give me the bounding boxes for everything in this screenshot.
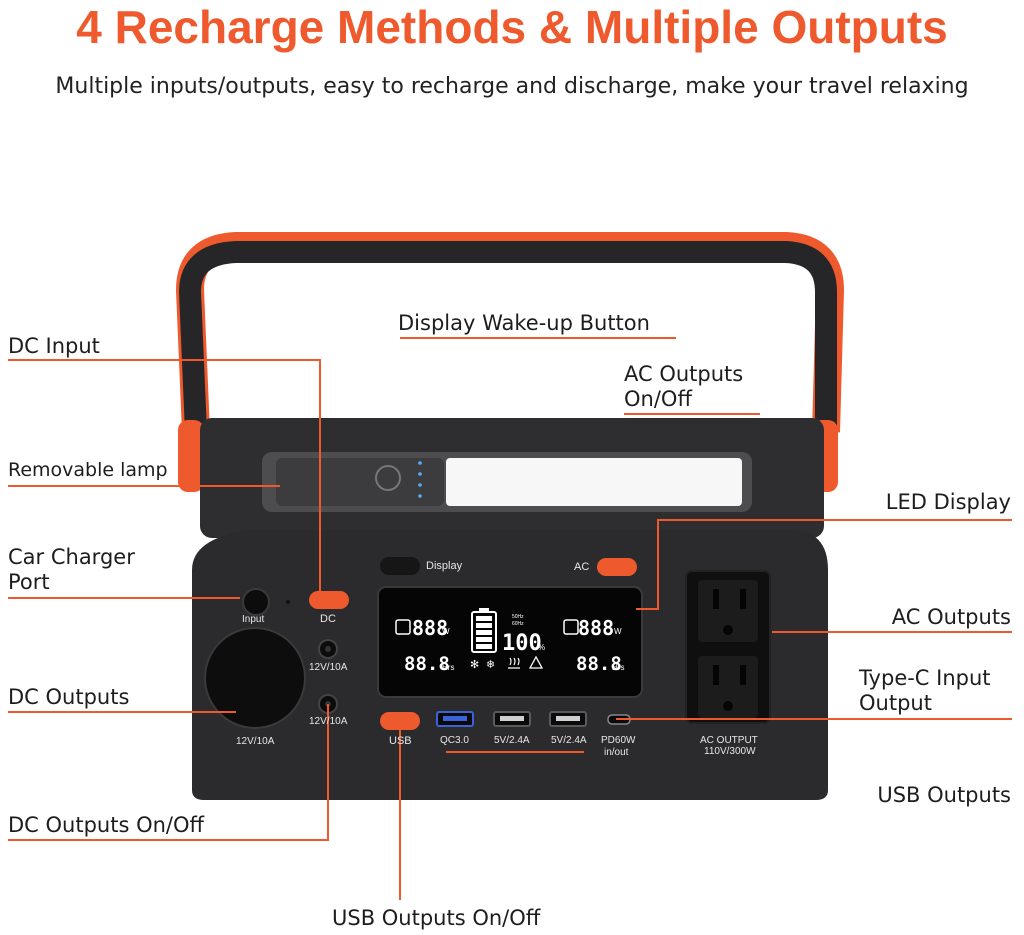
ac-button[interactable]: [597, 558, 637, 576]
callout-usb-onoff: USB Outputs On/Off: [332, 906, 541, 930]
page-title: 4 Recharge Methods & Multiple Outputs: [76, 1, 948, 53]
callout-led-display: LED Display: [885, 490, 1011, 514]
dc-button-label: DC: [320, 613, 336, 625]
removable-lamp[interactable]: [262, 452, 752, 512]
callout-dc-outputs: DC Outputs: [8, 685, 130, 709]
callout-ac-outputs: AC Outputs: [891, 605, 1011, 629]
ac-output-label-1: AC OUTPUT: [700, 735, 758, 746]
line-led: [636, 519, 1012, 610]
svg-text:%: %: [538, 643, 545, 652]
lcd-freq-1: 50Hz: [512, 614, 524, 620]
lamp-led-3: [418, 483, 422, 487]
snow-icon: ❄: [486, 659, 495, 671]
input-label: Input: [242, 614, 265, 625]
callout-removable-lamp: Removable lamp: [8, 459, 168, 481]
usb-a2-label: 5V/2.4A: [551, 735, 587, 746]
lcd-battery-pct: 100: [502, 631, 542, 656]
lcd-in-hours: 88.8: [404, 653, 450, 675]
pd-label-2: in/out: [604, 747, 629, 758]
heat-icon: [508, 657, 520, 669]
lamp-led-2: [418, 472, 422, 476]
display-button[interactable]: [380, 557, 420, 575]
callout-car-charger-1: Car Charger: [8, 545, 135, 569]
lamp-button[interactable]: [375, 465, 401, 491]
car-charger-port[interactable]: [204, 627, 306, 729]
led-display: 888 W 888 W 50Hz 60Hz 100 % 88.8 Hrs 88.…: [377, 586, 643, 698]
callout-type-c-1: Type-C Input: [859, 666, 991, 690]
callout-dc-onoff: DC Outputs On/Off: [8, 813, 204, 837]
callout-dc-input: DC Input: [8, 334, 100, 358]
ac-button-label: AC: [574, 561, 590, 573]
callout-ac-onoff-1: AC Outputs: [624, 362, 744, 386]
lcd-out-hours: 88.8: [576, 653, 622, 675]
warning-icon: [528, 655, 544, 669]
display-button-label: Display: [426, 560, 463, 572]
line-dc-input: [8, 359, 321, 598]
usb-a1-label: 5V/2.4A: [494, 735, 530, 746]
lcd-out-watts: 888: [578, 616, 614, 640]
svg-text:W: W: [442, 627, 450, 636]
svg-text:Hrs: Hrs: [442, 663, 454, 672]
page-subtitle: Multiple inputs/outputs, easy to recharg…: [55, 74, 969, 99]
dc-port-2-label: 12V/10A: [309, 716, 348, 727]
callout-ac-onoff-2: On/Off: [624, 387, 692, 411]
callout-usb-outputs: USB Outputs: [877, 783, 1011, 807]
callout-lines: [8, 337, 1012, 900]
callout-display-wakeup: Display Wake-up Button: [398, 311, 650, 335]
usb-ports[interactable]: [436, 711, 631, 727]
lamp-led-4: [418, 494, 422, 498]
pd-label-1: PD60W: [601, 735, 636, 746]
fan-icon: ✻: [470, 659, 479, 671]
usb-button[interactable]: [380, 712, 420, 730]
ac-outlets[interactable]: [685, 570, 771, 724]
indicator-dot: [286, 600, 290, 604]
line-dc-onoff: [8, 704, 329, 841]
qc-port-label: QC3.0: [440, 735, 469, 746]
svg-text:Hrs: Hrs: [612, 663, 624, 672]
svg-text:W: W: [614, 627, 622, 636]
dc-port-1-label: 12V/10A: [309, 662, 348, 673]
lcd-freq-2: 60Hz: [512, 621, 524, 627]
ac-output-label-2: 110V/300W: [704, 746, 756, 757]
lcd-in-watts: 888: [412, 616, 448, 640]
callout-type-c-2: Output: [859, 691, 932, 715]
lamp-led-1: [418, 461, 422, 465]
callout-car-charger-2: Port: [8, 570, 50, 594]
usb-button-label: USB: [389, 735, 412, 747]
car-port-label: 12V/10A: [236, 736, 275, 747]
dc-input-port[interactable]: [242, 588, 270, 616]
dc-button[interactable]: [309, 591, 349, 609]
